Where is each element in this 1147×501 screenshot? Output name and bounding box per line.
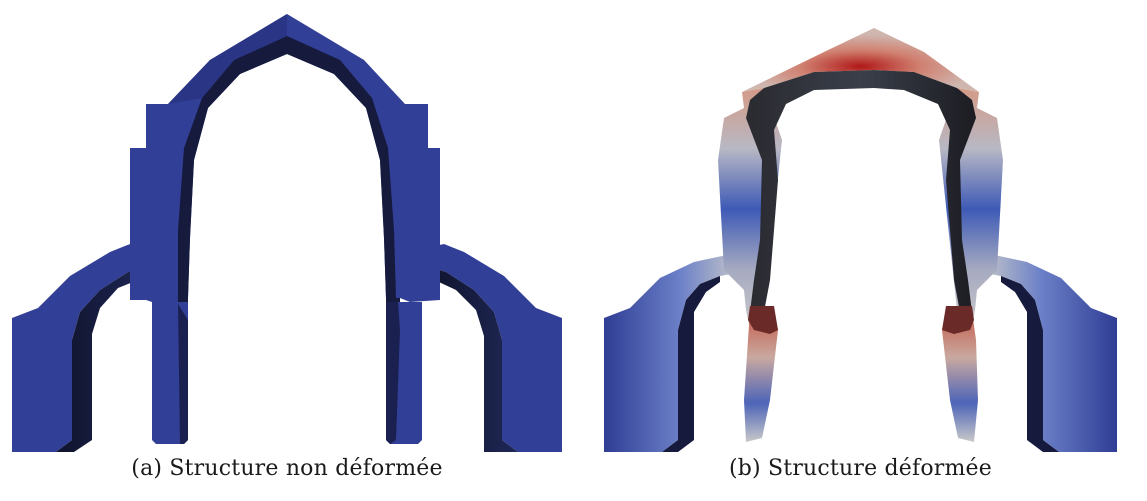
left-side-arch-inner-face <box>662 276 720 452</box>
left-side-arch-inner-face <box>56 266 148 452</box>
right-leg-joint <box>942 306 974 334</box>
right-side-arch <box>979 254 1117 452</box>
right-leg <box>942 312 978 442</box>
right-side-arch <box>426 244 562 452</box>
left-leg-joint <box>748 306 778 334</box>
right-side-arch-inner-face <box>1001 276 1059 452</box>
panel-deformed: (b) Structure déformée <box>574 0 1147 501</box>
arch-ridge <box>168 14 287 104</box>
left-side-arch <box>12 244 148 452</box>
caption-undeformed: (a) Structure non déformée <box>131 456 443 481</box>
left-pillar-inner-face <box>178 304 188 444</box>
main-arch-intrados <box>178 36 400 440</box>
right-pillar-inner-face <box>386 302 400 444</box>
panel-undeformed: (a) Structure non déformée <box>12 14 562 481</box>
undeformed-structure-drawing <box>12 14 562 452</box>
right-side-arch-inner-face <box>426 266 518 452</box>
arch-apex <box>742 28 979 92</box>
main-arch-intrados <box>746 70 976 312</box>
left-leg <box>744 312 778 442</box>
deformed-structure-drawing <box>604 28 1117 452</box>
left-side-arch <box>604 254 742 452</box>
caption-deformed: (b) Structure déformée <box>728 456 992 481</box>
